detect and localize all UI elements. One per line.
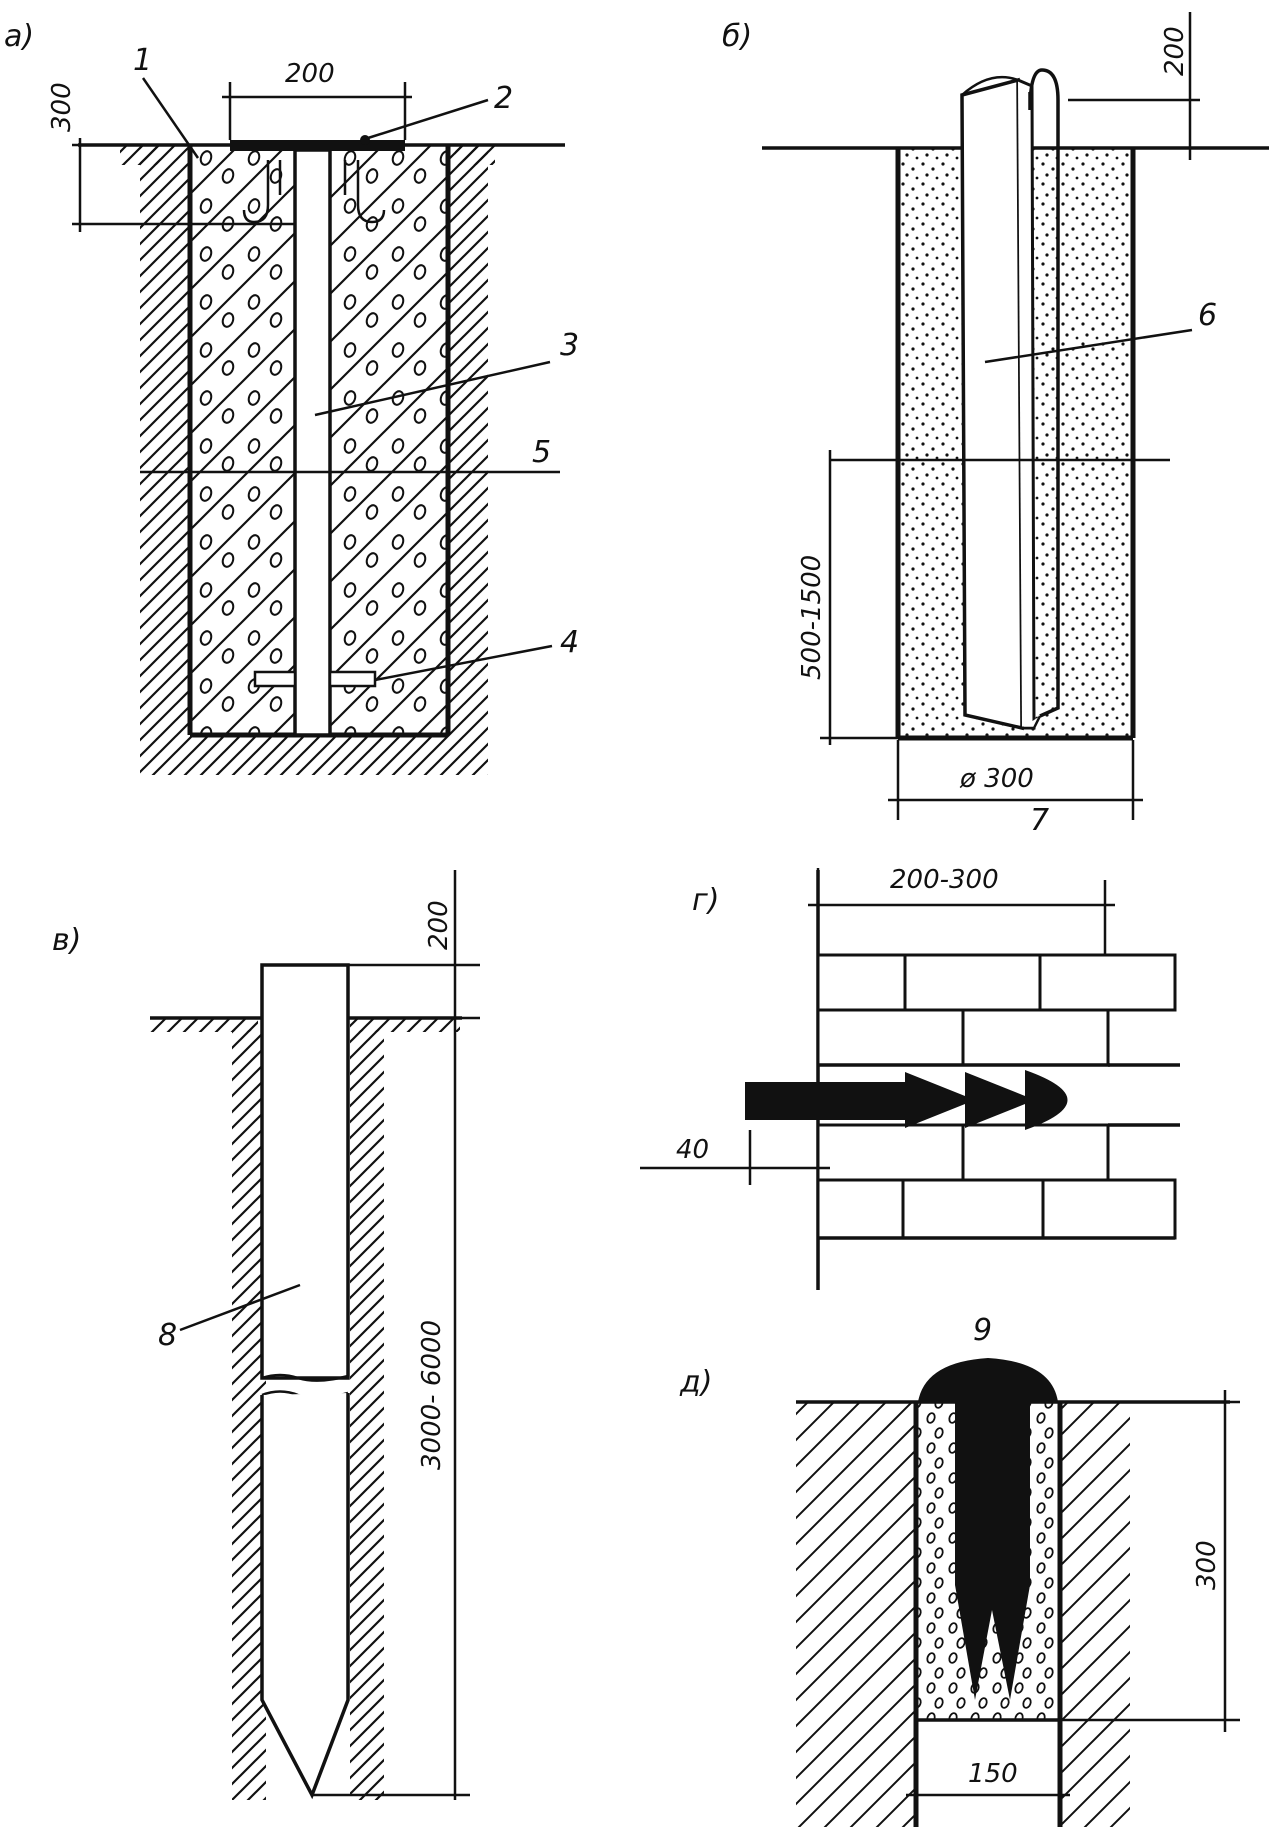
callout-8: 8 — [158, 1318, 177, 1353]
panel-b: б) 200 500-1500 ø 300 7 6 — [722, 12, 1269, 838]
anchor-hook-left — [242, 160, 270, 224]
concrete-fill-right — [330, 145, 448, 735]
callout-5: 5 — [532, 435, 551, 470]
callout-6: 6 — [1198, 298, 1217, 333]
soil-right-d — [1060, 1402, 1130, 1722]
soil-left-d — [796, 1402, 916, 1827]
anchor-crossbar-left — [253, 670, 297, 688]
dim-d-width: 150 — [968, 1759, 1018, 1789]
dim-b-above: 200 — [1160, 26, 1190, 76]
pipe-electrode-lower — [260, 1393, 350, 1800]
panel-a: a) 200 — [4, 19, 579, 775]
dim-g-depth: 200-300 — [890, 865, 999, 895]
dim-b-diameter: ø 300 — [959, 764, 1034, 794]
anchor-crossbar-right — [328, 670, 377, 688]
panel-a-letter: a) — [4, 19, 34, 54]
dim-g-offset: 40 — [676, 1135, 709, 1165]
soil-left — [140, 145, 190, 735]
pipe-electrode-upper — [260, 963, 350, 1380]
callout-4: 4 — [560, 625, 579, 660]
panel-b-letter: б) — [722, 19, 752, 54]
split-electrode — [918, 1358, 1058, 1700]
dim-v-length: 3000- 6000 — [417, 1320, 447, 1470]
dim-v-above: 200 — [424, 900, 454, 950]
callout-2: 2 — [494, 81, 513, 116]
concrete-fill-left — [190, 145, 295, 735]
anchor-hook-right — [356, 160, 386, 224]
callout-1: 1 — [133, 43, 152, 78]
dim-a-depth: 300 — [47, 82, 77, 132]
panel-d-letter: д) — [679, 1365, 712, 1400]
panel-v-letter: в) — [52, 923, 81, 958]
dim-b-depth: 500-1500 — [797, 555, 827, 680]
brick-wall — [816, 870, 1180, 1290]
panel-v: в) 200 3000- 6000 8 — [52, 870, 480, 1800]
soil-right — [448, 145, 488, 735]
dim-d-depth: 300 — [1192, 1540, 1222, 1590]
connecting-wire — [1028, 68, 1060, 718]
rod — [293, 148, 332, 737]
driven-electrode-arrow — [745, 1070, 1068, 1130]
soil-right-v — [350, 1030, 384, 1800]
callout-3: 3 — [560, 328, 579, 363]
panel-d: д) 9 300 150 — [679, 1313, 1240, 1827]
top-plate — [230, 140, 405, 151]
panel-g-letter: г) — [692, 883, 719, 918]
soil-bottom — [140, 735, 488, 775]
dim-a-width: 200 — [285, 59, 335, 89]
panel-g: г) 200-300 — [640, 865, 1180, 1290]
angle-electrode — [960, 77, 1024, 731]
callout-7: 7 — [1030, 803, 1049, 838]
callout-9: 9 — [973, 1313, 992, 1348]
